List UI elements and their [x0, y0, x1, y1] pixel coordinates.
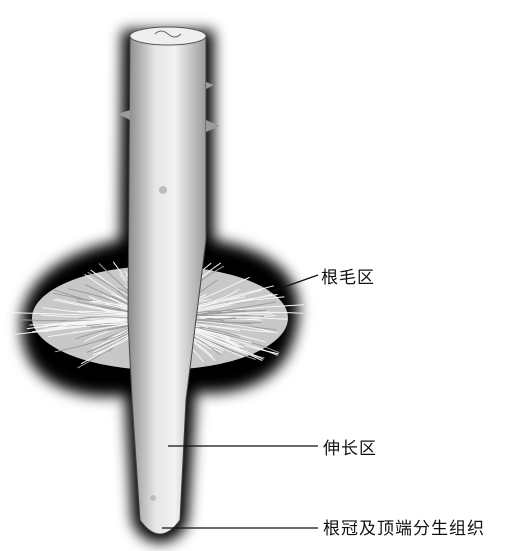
root-cut-face: [130, 27, 206, 45]
root-body: [128, 28, 206, 534]
label-root-hair-zone: 根毛区: [321, 263, 375, 288]
label-root-cap-meristem: 根冠及顶端分生组织: [323, 514, 485, 539]
label-elongation-zone: 伸长区: [323, 434, 377, 459]
